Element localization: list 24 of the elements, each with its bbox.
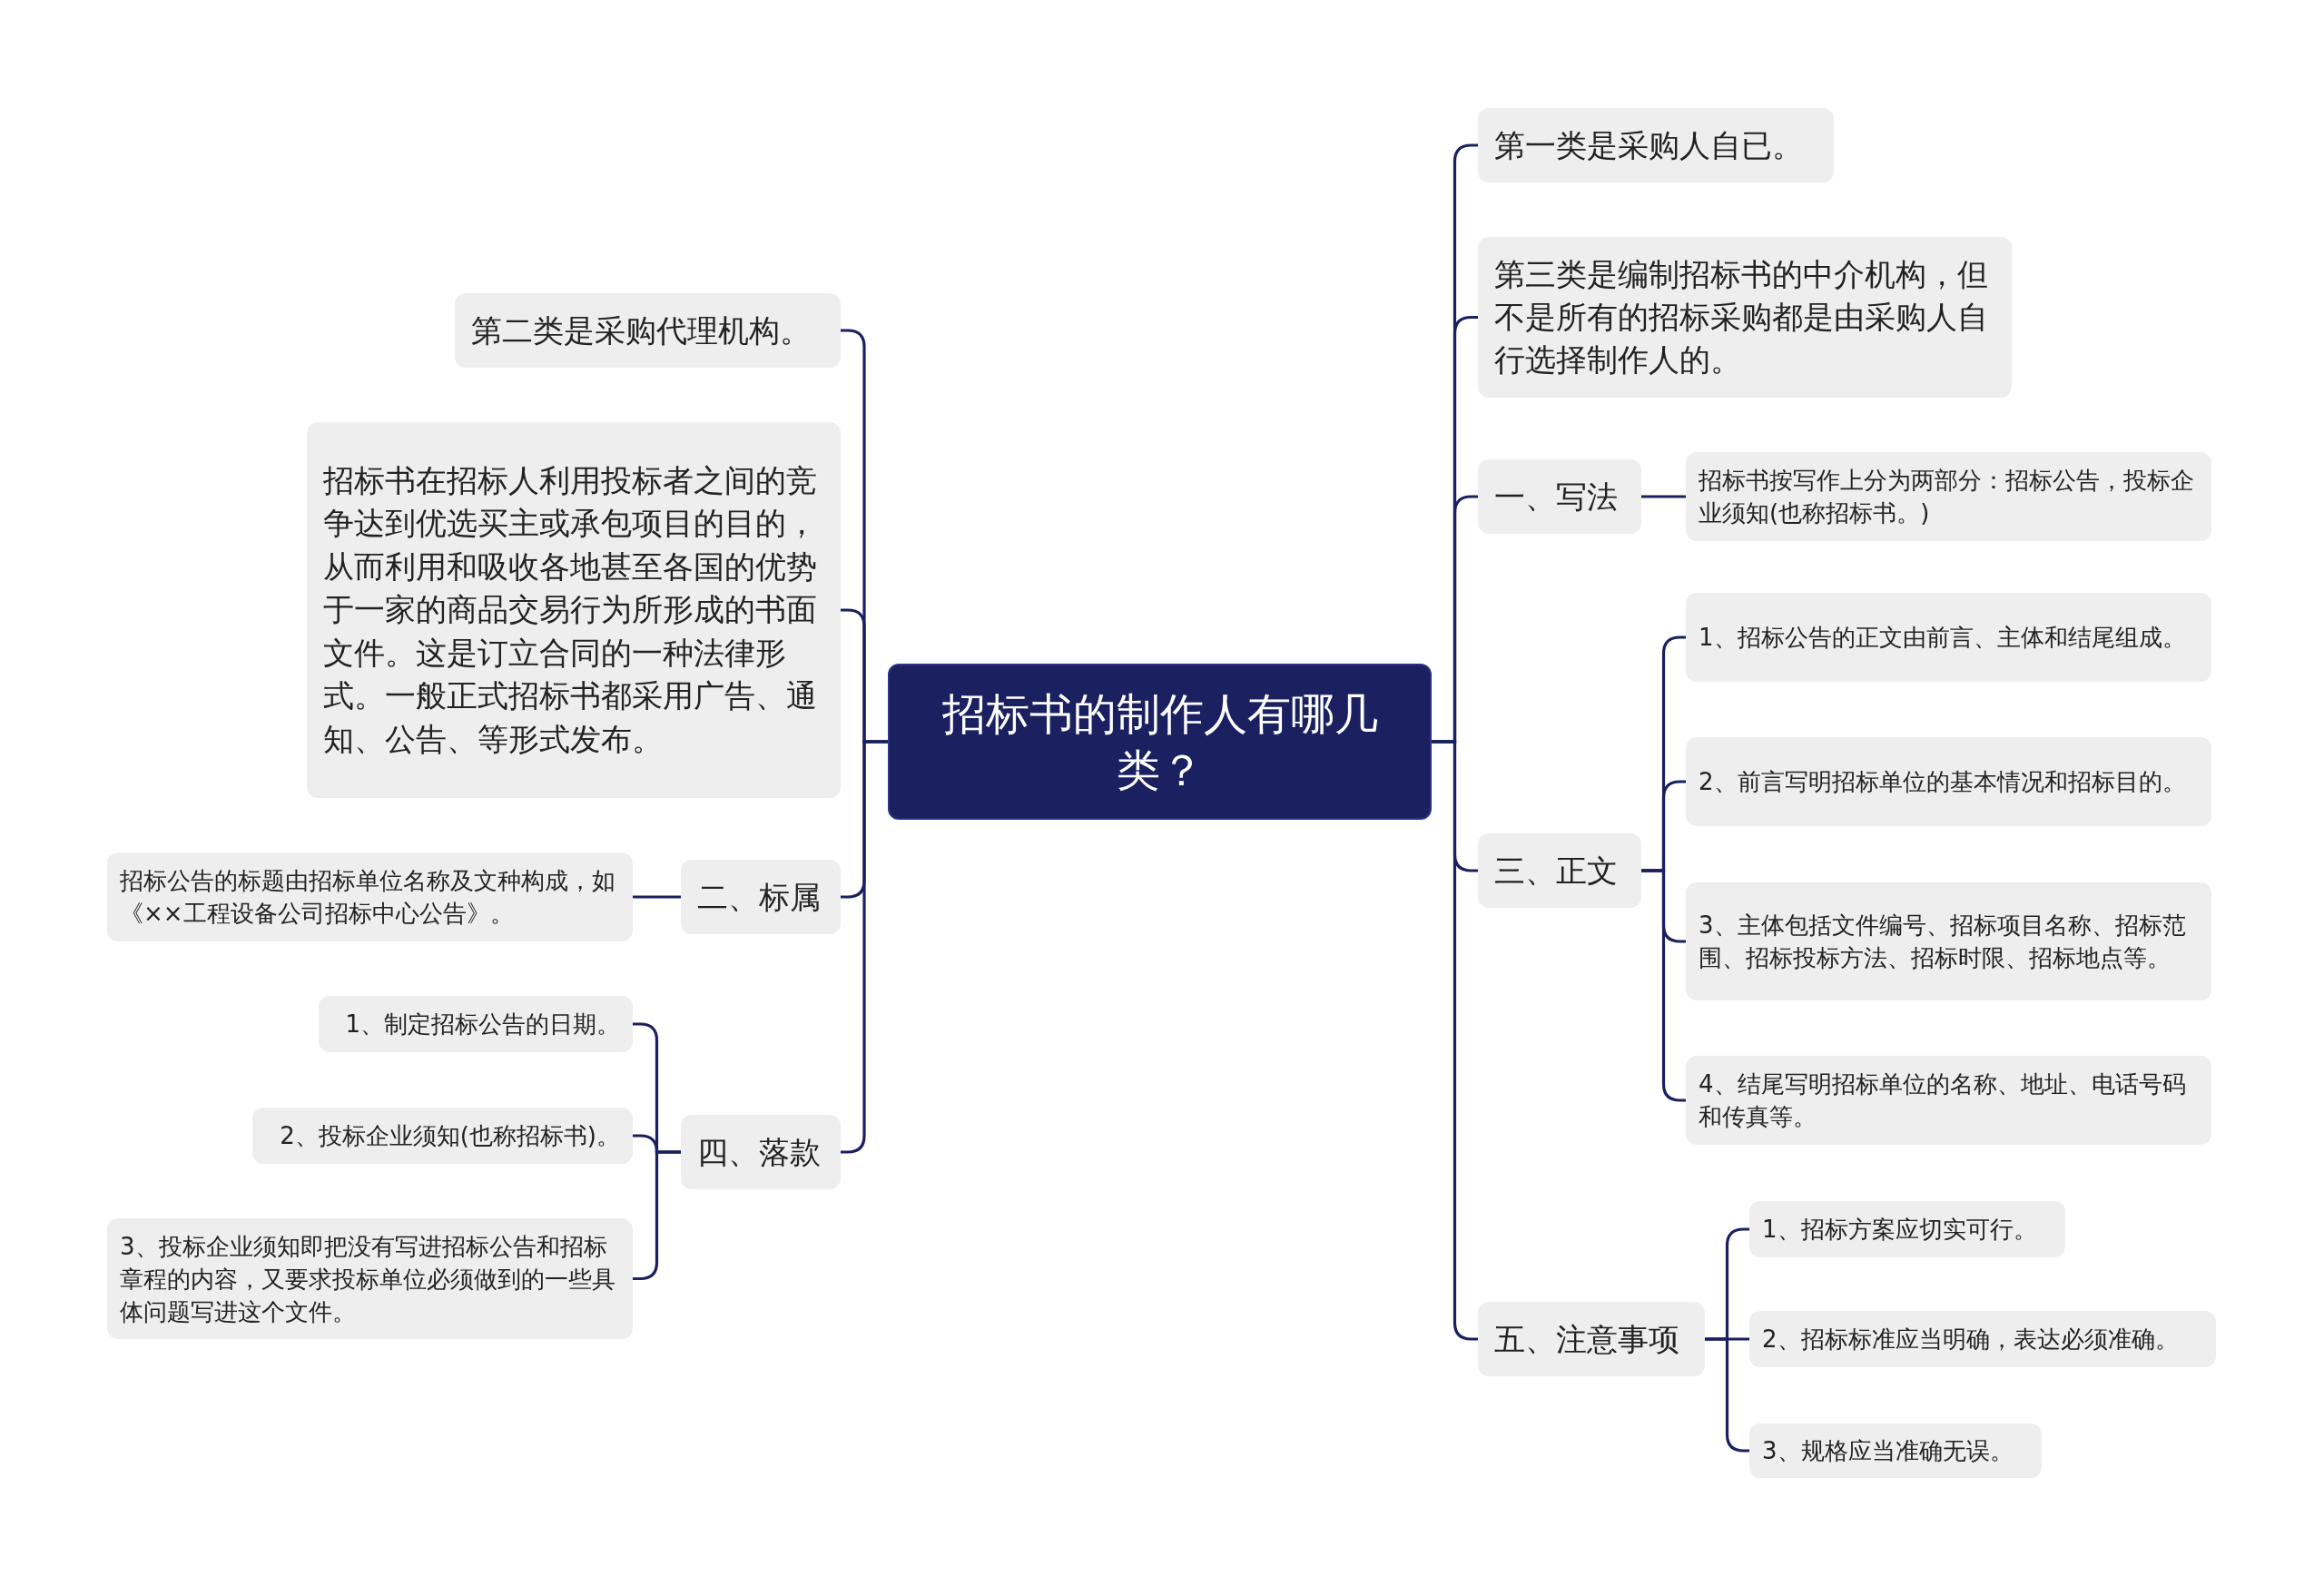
- note-box: 4、结尾写明招标单位的名称、地址、电话号码和传真等。: [1686, 1056, 2211, 1145]
- note-box: 3、规格应当准确无误。: [1749, 1423, 2042, 1478]
- topic-box: 第三类是编制招标书的中介机构，但不是所有的招标采购都是由采购人自行选择制作人的。: [1478, 237, 2012, 398]
- connector-line: [1641, 495, 1686, 498]
- note-box: 2、投标企业须知(也称招标书)。: [252, 1108, 633, 1164]
- topic-box: 第一类是采购人自已。: [1478, 108, 1834, 182]
- connector-line: [633, 895, 681, 899]
- topic-box: 第二类是采购代理机构。: [455, 293, 841, 368]
- topic-box: 二、标属: [681, 860, 841, 934]
- note-box: 2、前言写明招标单位的基本情况和招标目的。: [1686, 737, 2211, 826]
- topic-box: 招标书在招标人利用投标者之间的竞争达到优选买主或承包项目的目的，从而利用和吸收各地甚至各国的优势于一家的商品交易行为所形成的书面文件。这是订立合同的一种法律形式。一般正式招标书都采用广告、通知、公告、等形式发布。: [307, 422, 841, 798]
- note-box: 2、招标标准应当明确，表达必须准确。: [1749, 1311, 2216, 1367]
- note-box: 1、招标公告的正文由前言、主体和结尾组成。: [1686, 593, 2211, 682]
- note-box: 3、主体包括文件编号、招标项目名称、招标范围、招标投标方法、招标时限、招标地点等。: [1686, 882, 2211, 1000]
- topic-box: 五、注意事项: [1478, 1302, 1705, 1376]
- note-box: 1、制定招标公告的日期。: [319, 996, 633, 1052]
- topic-box: 一、写法: [1478, 459, 1641, 534]
- note-box: 1、招标方案应切实可行。: [1749, 1201, 2065, 1257]
- topic-box: 三、正文: [1478, 833, 1641, 908]
- note-box: 招标公告的标题由招标单位名称及文种构成，如《××工程设备公司招标中心公告》。: [107, 852, 633, 941]
- note-box: 3、投标企业须知即把没有写进招标公告和招标章程的内容，又要求投标单位必须做到的一些具体问题写进这个文件。: [107, 1218, 633, 1339]
- central-topic-box: 招标书的制作人有哪几类？: [888, 664, 1432, 820]
- topic-box: 四、落款: [681, 1115, 841, 1189]
- note-box: 招标书按写作上分为两部分：招标公告，投标企业须知(也称招标书。): [1686, 452, 2211, 541]
